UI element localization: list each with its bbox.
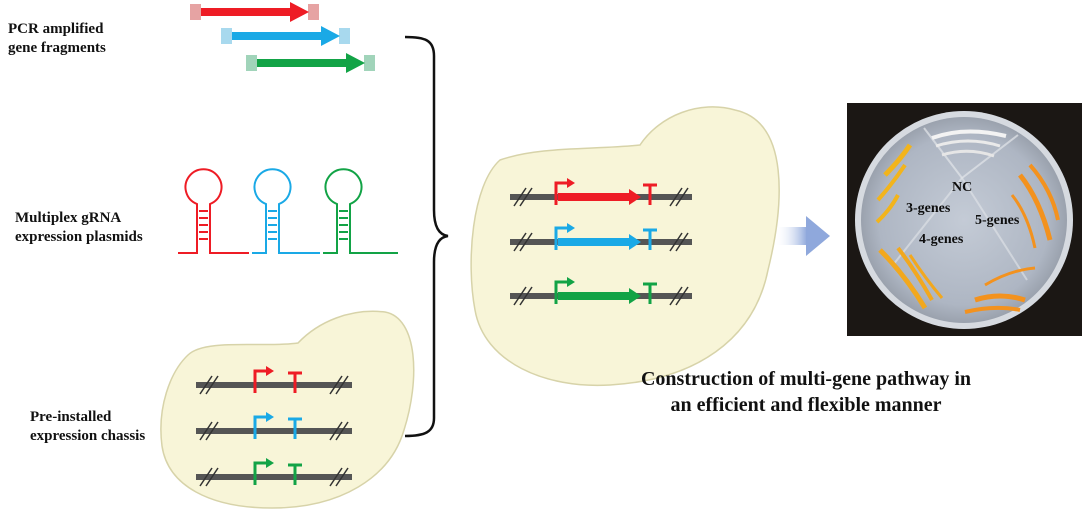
promoter-arrowhead-blue [266, 412, 274, 422]
grna-green [323, 168, 398, 254]
break-mark [513, 232, 527, 252]
break-mark [329, 467, 343, 487]
break-mark [329, 421, 343, 441]
plate-label-3genes: 3-genes [906, 201, 951, 216]
chromosome-row-blue [510, 223, 692, 252]
chassis-label-line1: Pre-installed [30, 409, 112, 425]
plate-photo [847, 103, 1082, 336]
promoter-green [253, 461, 267, 485]
break-mark [199, 421, 213, 441]
break-mark [669, 232, 683, 252]
caption: Construction of multi-gene pathway in an… [596, 366, 1016, 418]
gene-red [558, 193, 630, 201]
break-mark [335, 467, 349, 487]
chromosome-row-blue [196, 412, 352, 441]
center-rows [510, 178, 692, 306]
break-mark [675, 286, 689, 306]
chromosome-row-red [196, 366, 352, 395]
gene-green [558, 292, 630, 300]
pcr-label-line1: PCR amplified [8, 21, 104, 37]
promoter-blue [253, 415, 267, 439]
caption-line1: Construction of multi-gene pathway in [640, 368, 971, 390]
grna-label-line2: expression plasmids [15, 229, 143, 245]
break-mark [199, 467, 213, 487]
break-mark [669, 187, 683, 207]
gene-arrowhead-green [629, 288, 641, 304]
chassis-label: Pre-installed expression chassis [30, 408, 145, 446]
chassis-cell [160, 310, 415, 509]
break-mark [335, 375, 349, 395]
pcr-label: PCR amplified gene fragments [8, 20, 106, 58]
break-mark [335, 421, 349, 441]
break-mark [519, 286, 533, 306]
plate-label-4genes: 4-genes [919, 232, 964, 247]
break-mark [329, 375, 343, 395]
fragment-red [190, 2, 319, 22]
break-mark [205, 467, 219, 487]
promoter-green [554, 280, 568, 304]
plate-label-nc: NC [952, 180, 973, 195]
break-mark [519, 232, 533, 252]
break-mark [513, 286, 527, 306]
caption-line2: an efficient and flexible manner [670, 394, 942, 416]
promoter-arrowhead-red [266, 366, 274, 376]
break-mark [199, 375, 213, 395]
grna-red [178, 168, 249, 254]
break-mark [205, 375, 219, 395]
promoter-blue [554, 226, 568, 250]
break-mark [669, 286, 683, 306]
promoter-arrowhead-green [567, 277, 575, 287]
grna-label: Multiplex gRNA expression plasmids [15, 209, 143, 247]
gene-arrowhead-red [629, 189, 641, 205]
gene-blue [558, 238, 630, 246]
chromosome-row-green [510, 277, 692, 306]
grna-label-line1: Multiplex gRNA [15, 210, 122, 226]
chromosome-row-red [510, 178, 692, 207]
break-mark [205, 421, 219, 441]
pcr-label-line2: gene fragments [8, 40, 106, 56]
break-mark [675, 187, 689, 207]
promoter-arrowhead-green [266, 458, 274, 468]
promoter-arrowhead-blue [567, 223, 575, 233]
fragment-blue [221, 26, 350, 46]
promoter-red [253, 369, 267, 393]
result-arrow [775, 216, 830, 256]
grna-blue [252, 168, 320, 254]
transformed-cell [470, 106, 780, 387]
break-mark [513, 187, 527, 207]
curly-brace [404, 35, 449, 438]
chromosome-row-green [196, 458, 352, 487]
pcr-fragments [190, 2, 375, 73]
grna-hairpins [178, 168, 398, 254]
plate-label-5genes: 5-genes [975, 213, 1020, 228]
promoter-arrowhead-red [567, 178, 575, 188]
chassis-rows [196, 366, 352, 487]
chassis-label-line2: expression chassis [30, 428, 146, 444]
break-mark [675, 232, 689, 252]
gene-arrowhead-blue [629, 234, 641, 250]
break-mark [519, 187, 533, 207]
promoter-red [554, 181, 568, 205]
fragment-green [246, 53, 375, 73]
